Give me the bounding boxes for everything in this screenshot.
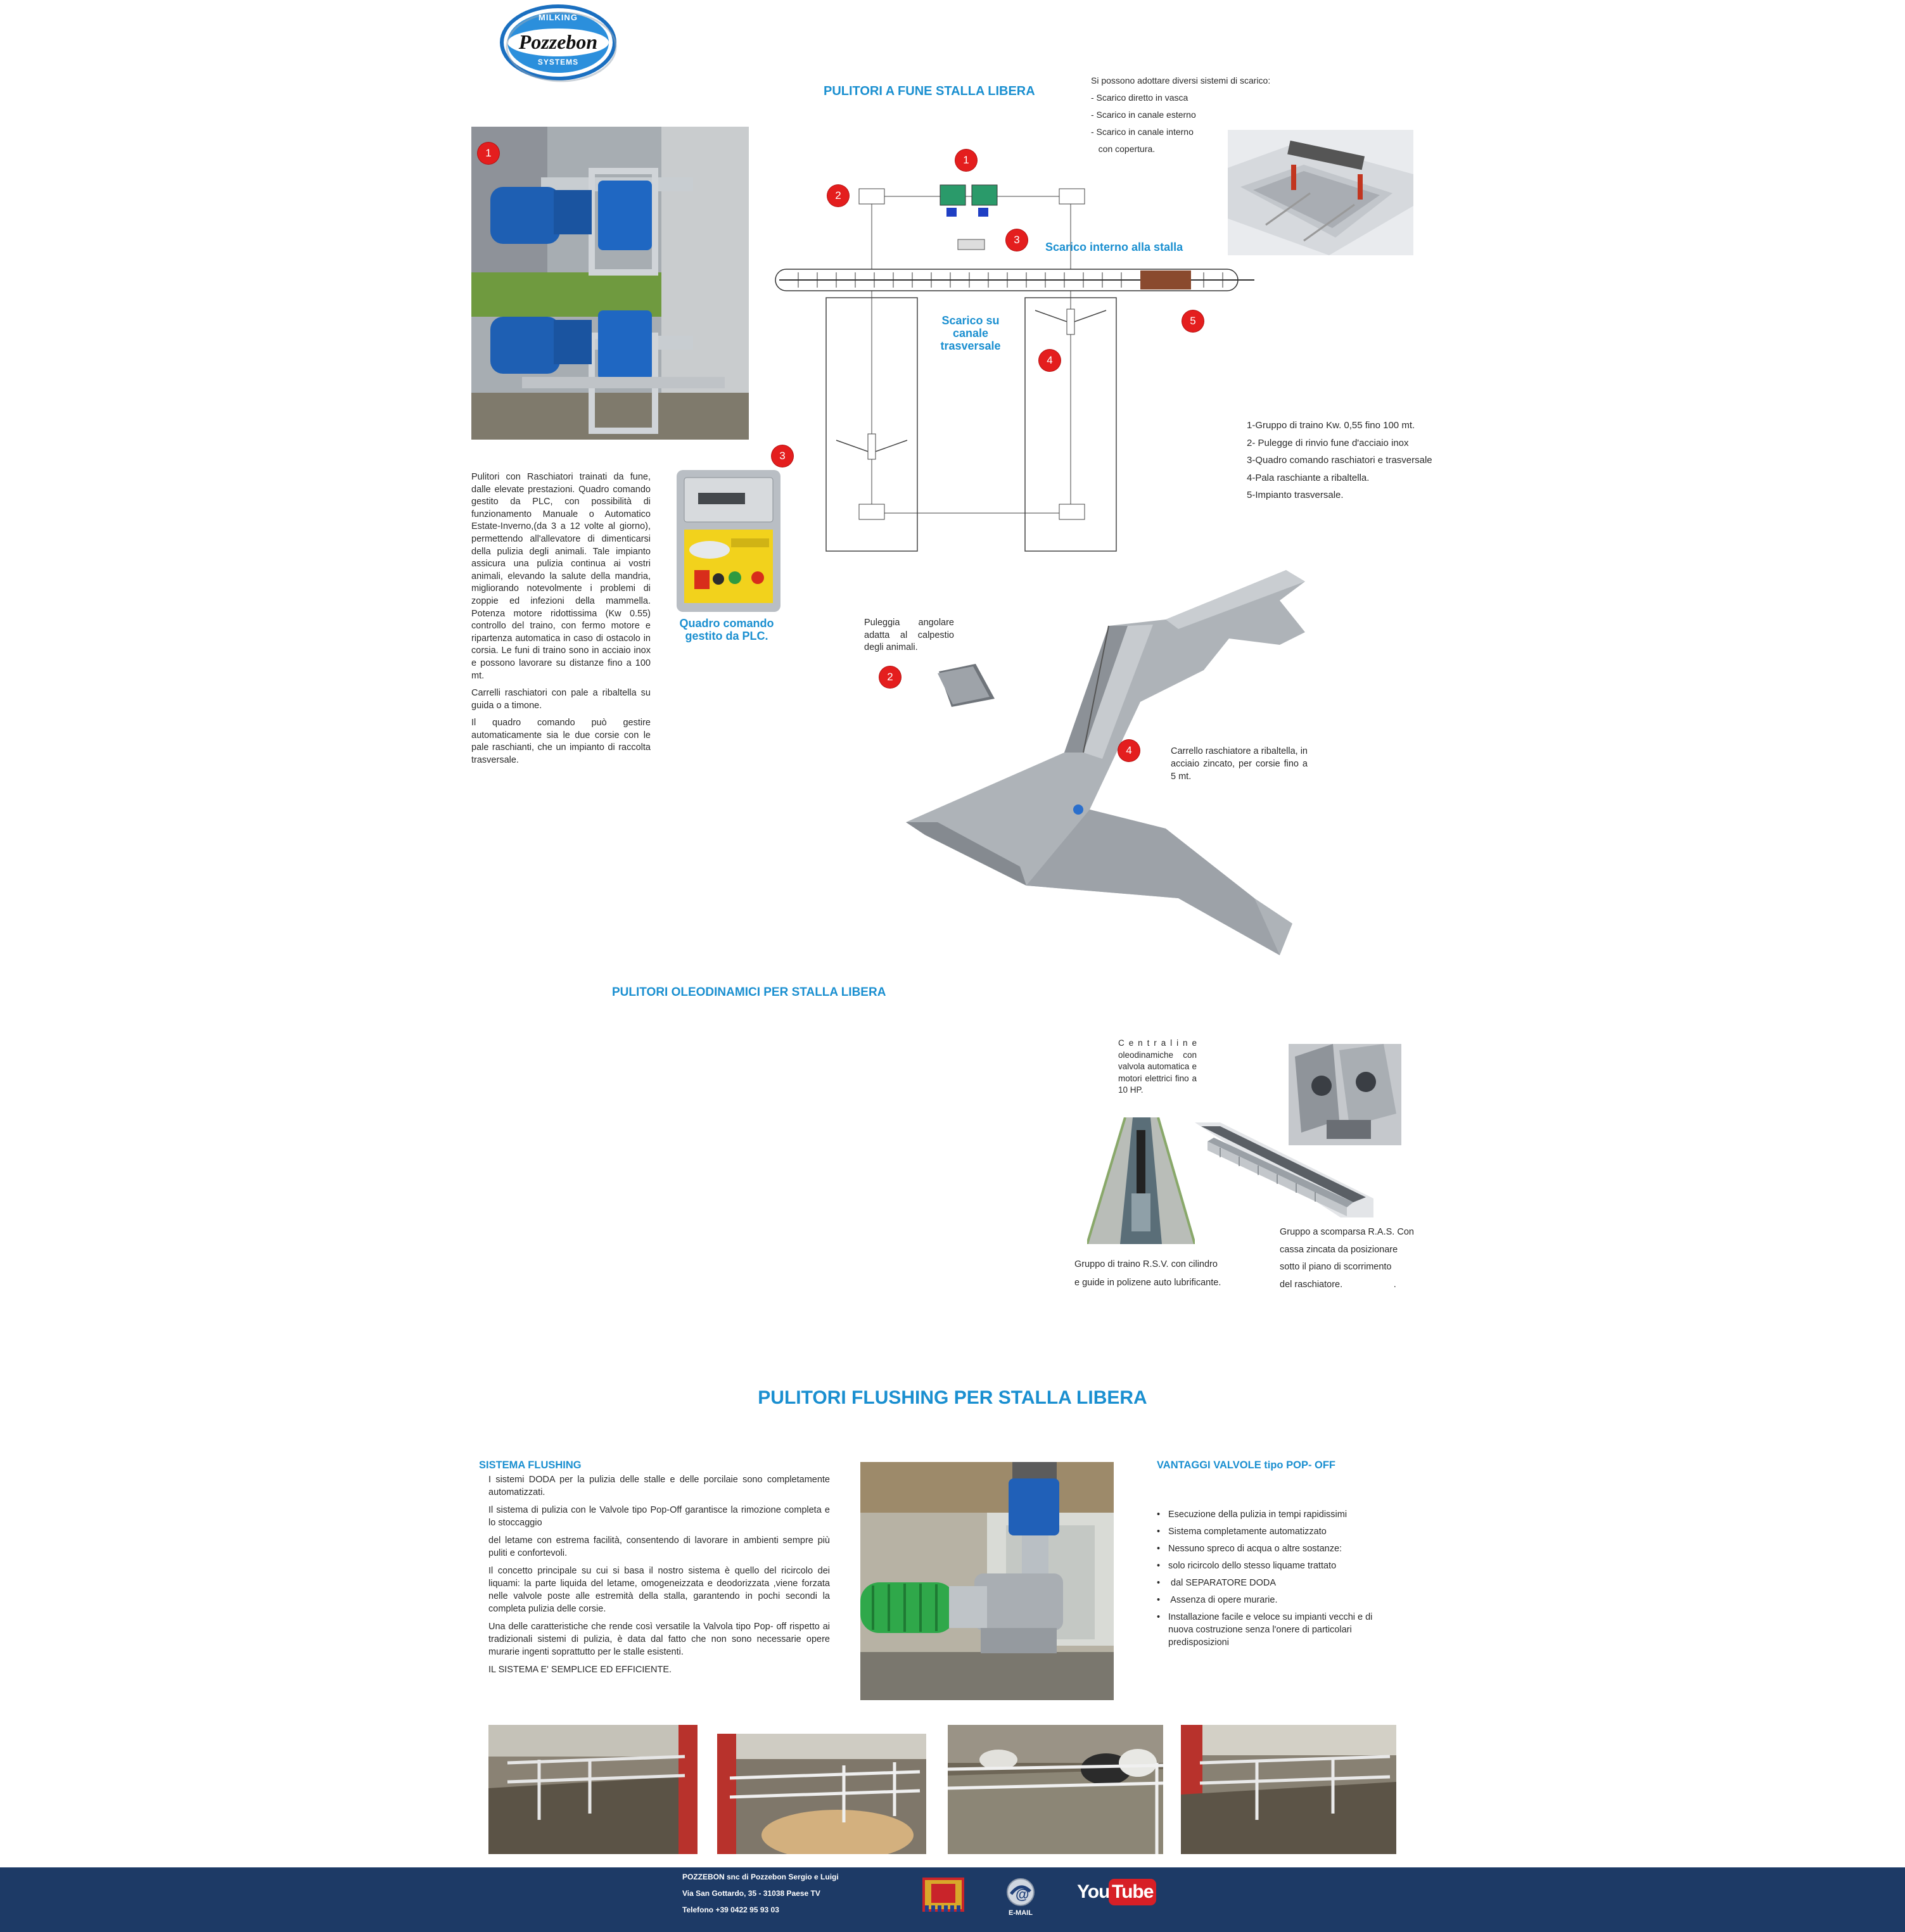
hydraulic-unit-photo [1289,1044,1401,1145]
cart-caption: Carrello raschiatore a ribaltella, in ac… [1171,746,1308,782]
youtube-link[interactable]: You Tube [1077,1879,1157,1908]
badge-4-cart: 4 [1118,740,1140,761]
flushing-paragraph: IL SISTEMA E' SEMPLICE ED EFFICIENTE. [488,1665,672,1675]
legend-item: 3-Quadro comando raschiatori e trasversa… [1247,455,1432,466]
ras-caption-line: sotto il piano di scorrimento [1280,1262,1392,1272]
centraline-caption: C e n t r a l i n e oleodinamiche con va… [1118,1038,1197,1095]
label-internal-discharge: Scarico interno alla stalla [1045,241,1183,253]
flushing-right-heading: VANTAGGI VALVOLE tipo POP- OFF [1157,1459,1336,1471]
pulley-caption: Puleggia angolare adatta al calpestio de… [864,618,954,652]
barn-gallery-photo-2[interactable] [717,1734,926,1854]
flushing-paragraph: I sistemi DODA per la pulizia delle stal… [488,1475,830,1497]
description-paragraph: Carrelli raschiatori con pale a ribaltel… [471,688,651,711]
flushing-paragraph: del letame con estrema facilità, consent… [488,1535,830,1558]
discharge-intro: Si possono adottare diversi sistemi di s… [1091,75,1271,86]
barn-gallery-photo-4[interactable] [1181,1725,1396,1854]
diagram-legend: 1-Gruppo di traino Kw. 0,55 fino 100 mt.… [1247,417,1462,504]
plc-control-panel-photo [674,469,783,614]
flushing-left-heading: SISTEMA FLUSHING [479,1459,582,1471]
svg-text:@: @ [1016,1886,1029,1902]
discharge-option: - Scarico in canale esterno [1091,110,1196,120]
badge-2-pulley: 2 [879,666,901,688]
plc-caption: Quadro comando gestito da PLC. [679,617,774,642]
footer-address: Via San Gottardo, 35 - 31038 Paese TV [682,1889,820,1898]
site-footer: POZZEBON snc di Pozzebon Sergio e Luigi … [0,1867,1905,1932]
scraper-cart-photo [900,569,1318,962]
brand-logo[interactable]: MILKING Pozzebon SYSTEMS [498,3,618,82]
discharge-option: con copertura. [1091,144,1156,154]
advantages-list: Esecuzione della pulizia in tempi rapidi… [1156,1508,1384,1649]
advantage-item: Nessuno spreco di acqua o altre sostanze… [1156,1542,1384,1555]
rsv-traction-unit-photo [1087,1117,1195,1244]
footer-company: POZZEBON snc di Pozzebon Sergio e Luigi [682,1872,839,1881]
ras-caption: Gruppo a scomparsa R.A.S. Con cassa zinc… [1280,1224,1438,1293]
veneto-flag-icon[interactable] [922,1878,964,1912]
discharge-option: - Scarico in canale interno [1091,127,1194,137]
advantage-item: Assenza di opere murarie. [1156,1594,1384,1606]
ras-caption-line: Gruppo a scomparsa R.A.S. Con [1280,1227,1414,1237]
rope-system-diagram [760,146,1261,557]
flushing-paragraph: Il sistema di pulizia con le Valvole tip… [488,1505,830,1528]
email-link[interactable]: @ E-MAIL [1005,1876,1036,1923]
description-paragraph: Il quadro comando può gestire automatica… [471,718,651,766]
email-label: E-MAIL [1009,1909,1033,1917]
section-title-rope: PULITORI A FUNE STALLA LIBERA [824,84,1035,98]
ras-caption-line: cassa zincata da posizionare [1280,1244,1398,1255]
flushing-paragraph: Il concetto principale su cui si basa il… [488,1566,830,1614]
logo-top-text: MILKING [538,13,578,22]
youtube-you-text: You [1077,1881,1110,1902]
label-transversal-discharge: Scarico su canale trasversale [940,314,1001,352]
rsv-caption-line: Gruppo di traino R.S.V. con cilindro [1074,1259,1218,1269]
logo-bottom-text: SYSTEMS [537,58,579,67]
rope-description: Pulitori con Raschiatori trainati da fun… [471,471,651,767]
badge-3-diagram: 3 [1006,229,1028,251]
ras-caption-line: del raschiatore. . [1280,1279,1396,1290]
advantage-item: Installazione facile e veloce su impiant… [1156,1611,1384,1649]
traction-motors-photo [471,127,749,440]
ras-retractable-unit-photo [1195,1122,1373,1217]
legend-item: 4-Pala raschiante a ribaltella. [1247,472,1370,483]
discharge-channel-photo [1228,130,1413,255]
badge-4-diagram: 4 [1039,350,1061,371]
badge-5-diagram: 5 [1182,310,1204,332]
flushing-paragraph: Una delle caratteristiche che rende così… [488,1622,830,1657]
badge-3-panel: 3 [772,445,793,467]
section-title-flushing: PULITORI FLUSHING PER STALLA LIBERA [758,1387,1147,1408]
advantage-item: Esecuzione della pulizia in tempi rapidi… [1156,1508,1384,1521]
email-globe-icon: @ [1007,1878,1035,1906]
barn-gallery-photo-1[interactable] [488,1725,698,1854]
discharge-options: Si possono adottare diversi sistemi di s… [1091,72,1306,158]
logo-emblem [500,4,617,82]
advantage-item: dal SEPARATORE DODA [1156,1577,1384,1589]
description-paragraph: Pulitori con Raschiatori trainati da fun… [471,472,651,681]
barn-gallery-photo-3[interactable] [948,1725,1163,1854]
section-title-hydraulic: PULITORI OLEODINAMICI PER STALLA LIBERA [612,986,886,999]
badge-1-diagram: 1 [955,149,977,171]
legend-item: 1-Gruppo di traino Kw. 0,55 fino 100 mt. [1247,420,1415,431]
badge-2-diagram: 2 [827,185,849,207]
discharge-option: - Scarico diretto in vasca [1091,92,1188,103]
rsv-caption-line: e guide in polizene auto lubrificante. [1074,1278,1221,1288]
legend-item: 5-Impianto trasversale. [1247,490,1344,500]
footer-phone: Telefono +39 0422 95 93 03 [682,1905,779,1914]
legend-item: 2- Pulegge di rinvio fune d'acciaio inox [1247,437,1409,448]
advantage-item: Sistema completamente automatizzato [1156,1525,1384,1538]
flushing-description: I sistemi DODA per la pulizia delle stal… [488,1473,830,1676]
advantage-item: solo ricircolo dello stesso liquame trat… [1156,1560,1384,1572]
rsv-caption: Gruppo di traino R.S.V. con cilindro e g… [1074,1255,1258,1292]
badge-1-photo: 1 [478,143,499,164]
youtube-tube-badge: Tube [1109,1879,1157,1905]
pop-off-valve-photo [860,1462,1114,1700]
logo-brand-text: Pozzebon [518,30,598,53]
